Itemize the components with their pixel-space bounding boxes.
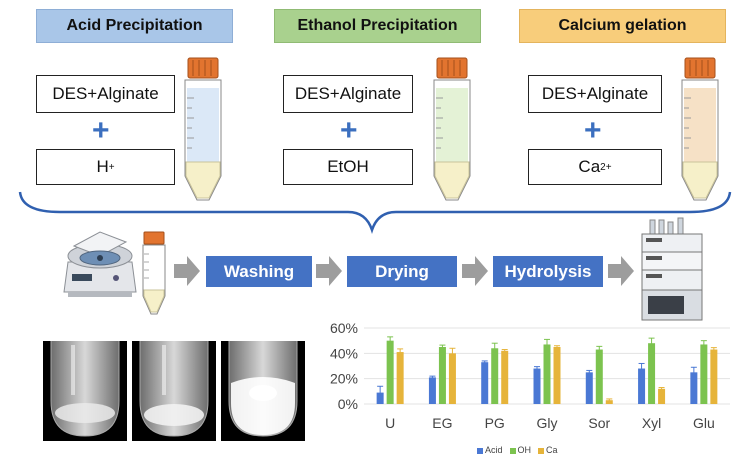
legend-item-acid: Acid (477, 445, 503, 455)
calcium-des-alginate-box: DES+Alginate (528, 75, 662, 113)
x-tick-label: Gly (537, 415, 558, 431)
centrifuge-icon (63, 231, 137, 297)
bar-ca (553, 347, 561, 404)
bar-acid (481, 362, 489, 404)
bar-acid (585, 372, 593, 404)
acid-tube-icon (184, 57, 222, 201)
calcium-gelation-header: Calcium gelation (519, 9, 726, 43)
curly-bracket (18, 191, 732, 234)
ethanol-tube-icon (433, 57, 471, 201)
x-tick-label: U (385, 415, 395, 431)
bar-acid (638, 368, 646, 404)
bar-oh (595, 349, 603, 404)
y-tick-label: 0% (338, 396, 358, 412)
bar-oh (543, 344, 551, 404)
ethanol-plus-icon: + (340, 114, 358, 147)
bar-ca (710, 349, 718, 404)
bar-ca (448, 353, 456, 404)
acid-reagent-box: H+ (36, 149, 175, 185)
calcium-reagent-label: Ca (578, 157, 601, 176)
bar-oh (491, 348, 499, 404)
x-tick-label: Glu (693, 415, 715, 431)
bar-ca (605, 400, 613, 404)
acid-precipitate-photo (43, 341, 127, 441)
ethanol-precipitate-photo (132, 341, 216, 441)
arrow-icon (174, 256, 200, 286)
yield-bar-chart: 60% 40% 20% 0% U EG PG Gly Sor Xyl Glu (330, 320, 730, 431)
bar-ca (501, 350, 509, 404)
bar-ca (396, 352, 404, 404)
y-tick-label: 20% (330, 371, 358, 387)
calcium-plus-icon: + (584, 114, 602, 147)
drying-step: Drying (347, 256, 457, 287)
bar-acid (690, 372, 698, 404)
ethanol-reagent-box: EtOH (283, 149, 413, 185)
legend-item-oh: OH (509, 445, 531, 455)
ethanol-des-alginate-box: DES+Alginate (283, 75, 413, 113)
bar-oh (648, 343, 656, 404)
bar-oh (438, 347, 446, 404)
arrow-icon (608, 256, 634, 286)
acid-plus-icon: + (92, 114, 110, 147)
acid-precipitation-header: Acid Precipitation (36, 9, 233, 43)
calcium-reagent-charge: 2+ (600, 161, 612, 173)
bar-oh (386, 340, 394, 404)
legend-item-ca: Ca (538, 445, 558, 455)
bar-ca (658, 388, 666, 404)
y-tick-label: 60% (330, 320, 358, 336)
arrow-icon (462, 256, 488, 286)
acid-des-alginate-box: DES+Alginate (36, 75, 175, 113)
ethanol-precipitation-header: Ethanol Precipitation (274, 9, 481, 43)
acid-reagent-charge: + (108, 161, 115, 173)
bar-oh (700, 344, 708, 404)
x-tick-label: EG (432, 415, 452, 431)
calcium-gel-photo (221, 341, 305, 441)
sample-tube-icon (142, 231, 166, 315)
arrow-icon (316, 256, 342, 286)
x-tick-label: PG (485, 415, 505, 431)
bar-acid (428, 377, 436, 404)
hydrolysis-step: Hydrolysis (493, 256, 603, 287)
bar-acid (533, 368, 541, 404)
washing-step: Washing (206, 256, 312, 287)
x-tick-label: Xyl (642, 415, 661, 431)
acid-reagent-label: H (96, 157, 109, 176)
x-tick-label: Sor (588, 415, 610, 431)
chart-legend: Acid OH Ca (477, 445, 558, 455)
calcium-tube-icon (681, 57, 719, 201)
y-tick-label: 40% (330, 345, 358, 361)
hplc-instrument-icon (641, 217, 703, 321)
